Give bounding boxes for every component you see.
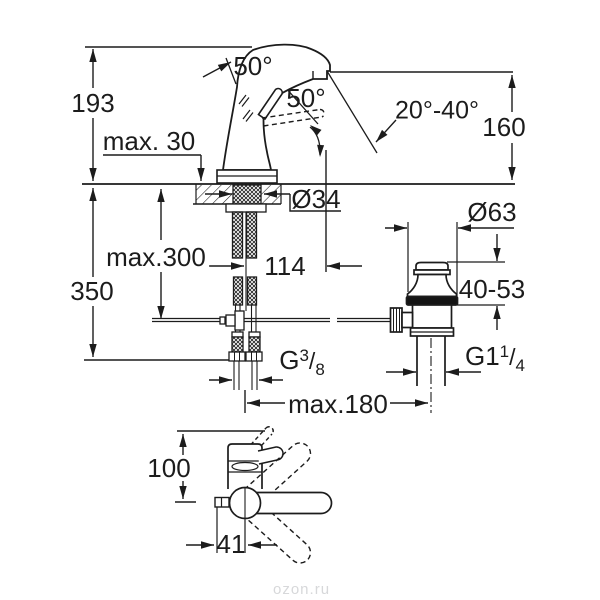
dim-rod-offset: 41 [216,529,246,559]
dim-supply-thread: G3/8 [279,345,325,379]
dim-height-total: 193 [68,90,118,116]
dim-spout-reach: 114 [261,253,309,279]
drain-assembly [385,222,514,413]
dim-center-distance: max.180 [288,389,388,419]
top-view [179,426,333,564]
dim-clamp-range: 40-53 [458,274,526,304]
dim-handle-angle: 50° [286,83,326,113]
handle-lever [257,87,284,121]
dim-total-depth: 350 [67,278,117,304]
dim-hole-diameter: Ø34 [291,184,341,214]
supply-hose-connectors [228,331,263,390]
handle-swing-dashed [261,108,325,127]
rubber-seal [405,295,459,306]
body-break-marks [238,94,254,122]
drain-valve [389,261,459,386]
mounting-assembly [152,184,391,390]
dim-swivel-range: 20°-40° [395,96,479,125]
dim-drain-thread: G11/4 [464,341,526,375]
dimension-lines [89,49,516,357]
dim-deck-thickness: max. 30 [102,126,196,156]
ozon-watermark: ozon.ru [273,581,331,598]
dim-hose-length: max.300 [103,244,209,270]
tailpipe [416,336,446,386]
side-view [82,43,516,503]
lower-dimensions [209,376,428,413]
handle-top-view [257,446,284,465]
spout-swivel-dashed [237,442,312,564]
dim-spout-angle: 50° [233,51,273,81]
pop-up-rod [152,317,391,323]
dim-flange-diameter: Ø63 [467,197,517,227]
faucet-body [216,43,331,184]
dim-outlet-height: 160 [479,114,529,140]
dim-top-view-height: 100 [144,455,194,481]
spout-top-view [245,491,333,515]
